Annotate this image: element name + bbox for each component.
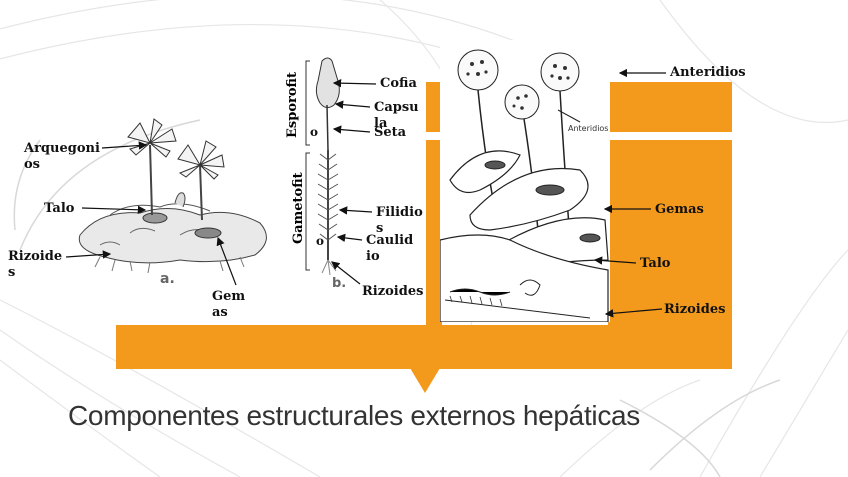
page-title: Componentes estructurales externos hepát… (68, 400, 640, 432)
